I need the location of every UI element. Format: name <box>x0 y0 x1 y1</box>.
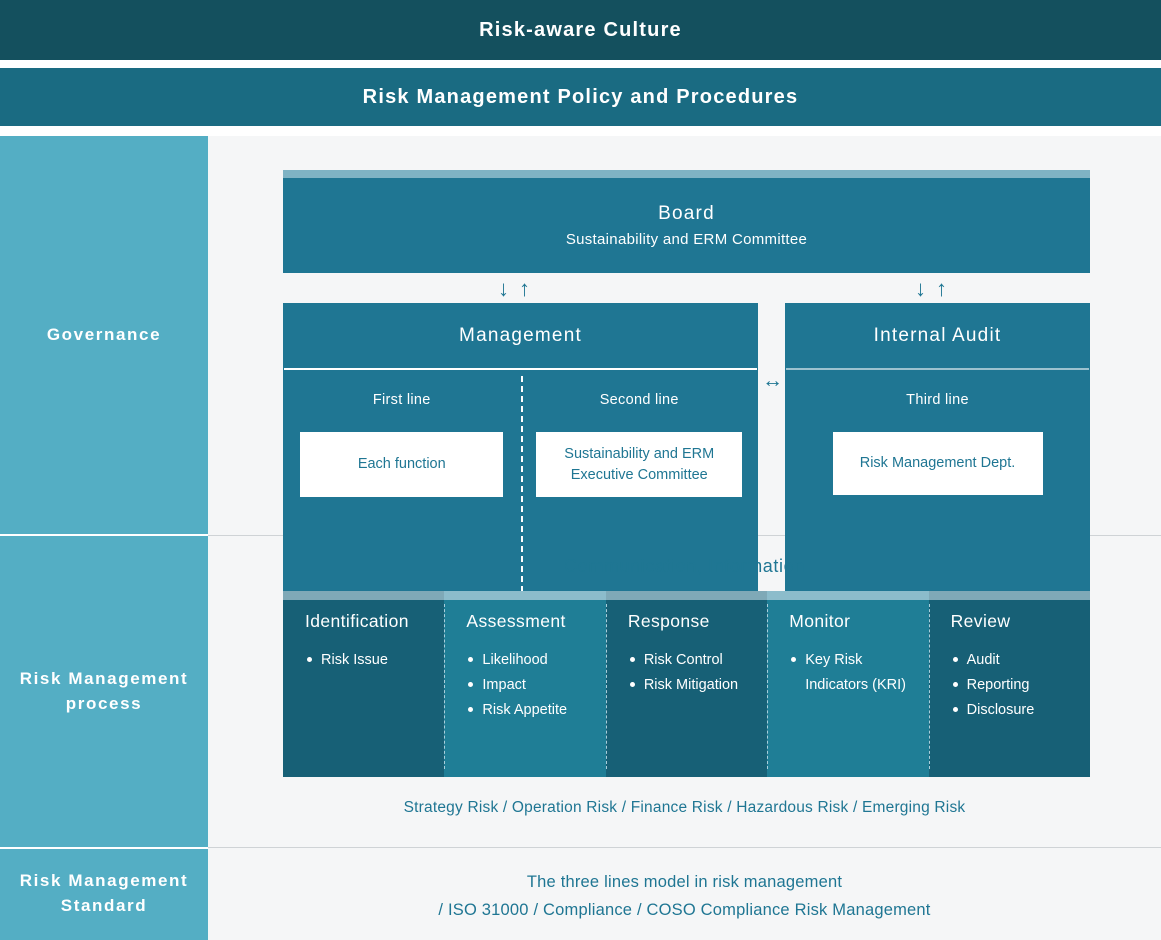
arrow-up-icon: ↑ <box>519 276 530 301</box>
section-divider-process-standard <box>208 847 1161 848</box>
risk-management-standard-text: The three lines model in risk management… <box>208 868 1161 924</box>
category-sidebar: Governance Risk Management process Risk … <box>0 136 208 940</box>
management-title: Management <box>459 324 582 346</box>
risk-management-policy-band: Risk Management Policy and Procedures <box>0 68 1161 126</box>
sidebar-label-risk-management-standard: Risk Management Standard <box>19 871 189 915</box>
list-item: Risk Appetite <box>466 698 592 723</box>
management-header-rule <box>284 368 757 370</box>
board-subtitle: Sustainability and ERM Committee <box>565 231 808 248</box>
first-line-label: First line <box>372 392 431 408</box>
risk-management-process-strip: Identification Risk Issue Assessment Lik… <box>283 591 1091 777</box>
column-top-strip <box>605 591 768 600</box>
sidebar-item-risk-management-process: Risk Management process <box>0 535 208 848</box>
process-column-review: Review Audit Reporting Disclosure <box>928 591 1091 777</box>
process-items-response: Risk Control Risk Mitigation <box>628 648 767 698</box>
standard-line-1: The three lines model in risk management <box>526 873 843 891</box>
internal-audit-title: Internal Audit <box>873 324 1002 346</box>
process-title-review: Review <box>950 611 1011 631</box>
list-item: Audit <box>951 648 1077 673</box>
sidebar-label-governance: Governance <box>46 325 162 345</box>
column-dashed-divider <box>605 604 607 769</box>
process-items-monitor: Key Risk Indicators (KRI) <box>789 648 928 698</box>
board-box: Board Sustainability and ERM Committee <box>283 170 1090 273</box>
column-dashed-divider <box>444 604 446 769</box>
management-lines-row: First line Each function Second line Sus… <box>283 370 758 654</box>
sidebar-item-governance: Governance <box>0 136 208 535</box>
management-audit-bidirectional-arrow-icon: ↔ <box>762 369 783 392</box>
main-content: Board Sustainability and ERM Committee ↓… <box>208 136 1161 940</box>
third-line-column: Third line Risk Management Dept. <box>785 370 1090 654</box>
process-items-review: Audit Reporting Disclosure <box>951 648 1090 723</box>
diagram-body: Governance Risk Management process Risk … <box>0 136 1161 940</box>
arrow-up-icon: ↑ <box>936 276 947 301</box>
communication-information-title: Communication, Information <box>564 556 805 576</box>
process-column-monitor: Monitor Key Risk Indicators (KRI) <box>767 591 929 777</box>
risk-management-dept-card: Risk Management Dept. <box>832 432 1043 495</box>
third-line-label: Third line <box>906 392 969 408</box>
process-column-assessment: Assessment Likelihood Impact Risk Appeti… <box>444 591 606 777</box>
second-line-label: Second line <box>599 392 679 408</box>
list-item: Disclosure <box>951 698 1077 723</box>
sidebar-item-risk-management-standard: Risk Management Standard <box>0 848 208 940</box>
process-items-assessment: Likelihood Impact Risk Appetite <box>466 648 605 723</box>
process-title-response: Response <box>627 611 710 631</box>
arrow-down-icon: ↓ <box>498 276 509 301</box>
column-top-strip <box>444 591 606 600</box>
sidebar-divider-2 <box>0 847 208 849</box>
list-item: Impact <box>466 673 592 698</box>
risk-management-policy-label: Risk Management Policy and Procedures <box>362 85 799 108</box>
process-items-identification: Risk Issue <box>305 648 444 673</box>
list-item: Key Risk Indicators (KRI) <box>789 648 915 698</box>
standard-line-2: / ISO 31000 / Compliance / COSO Complian… <box>438 901 931 920</box>
first-line-column: First line Each function <box>283 370 521 654</box>
column-top-strip <box>767 591 929 600</box>
column-top-strip <box>928 591 1091 600</box>
each-function-card: Each function <box>300 432 504 497</box>
list-item: Likelihood <box>466 648 592 673</box>
sidebar-divider-1 <box>0 534 208 536</box>
list-item: Reporting <box>951 673 1077 698</box>
list-item: Risk Issue <box>305 648 431 673</box>
sustainability-erm-executive-committee-label: Sustainability and ERM Executive Committ… <box>564 446 715 483</box>
process-column-identification: Identification Risk Issue <box>283 591 445 777</box>
column-dashed-divider <box>767 604 769 769</box>
second-line-column: Second line Sustainability and ERM Execu… <box>521 370 759 654</box>
process-column-response: Response Risk Control Risk Mitigation <box>605 591 768 777</box>
board-management-arrows: ↓ ↑ <box>498 278 530 300</box>
internal-audit-header-rule <box>786 368 1089 370</box>
board-audit-arrows: ↓ ↑ <box>915 278 947 300</box>
sidebar-label-risk-management-process: Risk Management process <box>19 668 189 713</box>
risk-aware-culture-band: Risk-aware Culture <box>0 0 1161 60</box>
column-dashed-divider <box>928 604 930 769</box>
board-title: Board <box>658 203 715 224</box>
sustainability-erm-executive-committee-card: Sustainability and ERM Executive Committ… <box>536 432 743 497</box>
process-title-monitor: Monitor <box>789 611 851 631</box>
list-item: Risk Mitigation <box>628 673 754 698</box>
list-item: Risk Control <box>628 648 754 673</box>
process-title-identification: Identification <box>305 611 409 631</box>
arrow-down-icon: ↓ <box>915 276 926 301</box>
process-title-assessment: Assessment <box>466 611 566 631</box>
risk-management-dept-label: Risk Management Dept. <box>859 455 1016 472</box>
risk-aware-culture-label: Risk-aware Culture <box>479 18 682 41</box>
column-top-strip <box>283 591 445 600</box>
management-dashed-divider <box>520 376 523 632</box>
risk-types-line: Strategy Risk / Operation Risk / Finance… <box>403 799 966 816</box>
each-function-label: Each function <box>357 456 446 473</box>
